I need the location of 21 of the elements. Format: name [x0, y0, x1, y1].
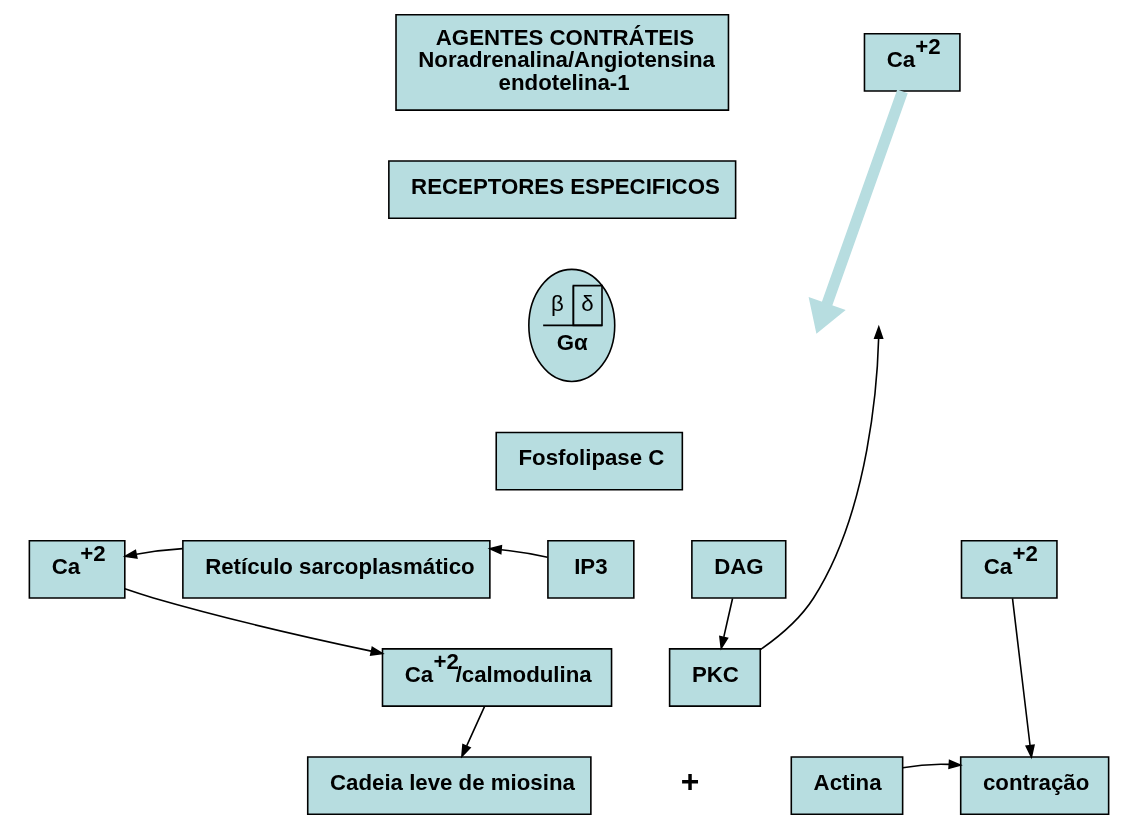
- arrow: [718, 597, 733, 651]
- node-box: PKC: [668, 648, 761, 707]
- arrow: [122, 547, 183, 560]
- arrow: [460, 705, 485, 759]
- node-box: Retículo sarcoplasmático: [181, 539, 491, 599]
- arrow: [123, 588, 385, 656]
- node-ellipse: β δ Gα: [527, 268, 616, 383]
- arrow: [808, 89, 908, 334]
- arrow: [759, 324, 884, 651]
- node-box: Fosfolipase C: [494, 431, 683, 491]
- arrow: [901, 759, 963, 770]
- node-box: IP3: [546, 539, 635, 599]
- label: +: [680, 763, 699, 800]
- node-box: contração: [959, 756, 1109, 816]
- node-box: Actina: [790, 756, 903, 816]
- node-box: Cadeia leve de miosina: [306, 756, 592, 816]
- arrow: [487, 544, 548, 558]
- node-box: AGENTES CONTRÁTEIS Noradrenalina/Angiotensina endotelina-1: [394, 13, 729, 111]
- node-box: RECEPTORES ESPECIFICOS: [387, 160, 736, 220]
- arrow: [1011, 597, 1035, 760]
- node-box: DAG: [690, 539, 787, 599]
